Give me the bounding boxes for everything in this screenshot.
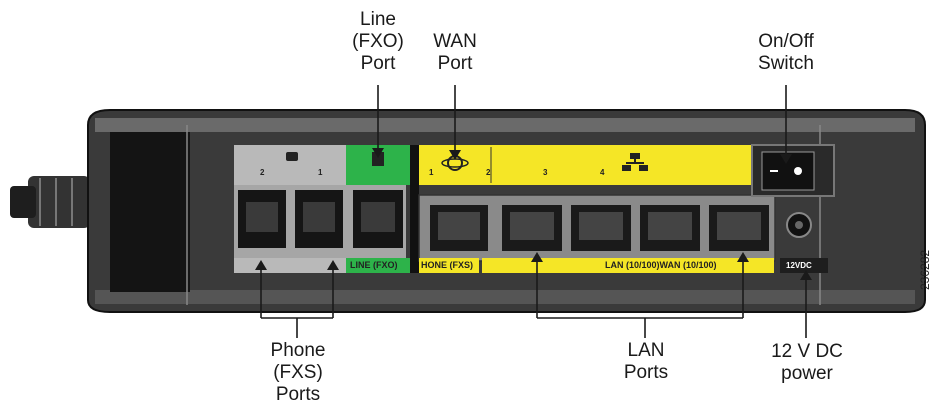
dc-power-jack [786,212,812,238]
lan-port-2-number: 2 [486,168,491,177]
lan-wan-strip-label: LAN (10/100)WAN (10/100) [605,260,717,270]
figure-number: 236282 [918,249,932,290]
lan-port-1 [502,205,562,251]
lan-port-3 [640,205,700,251]
line-jack-icon [372,152,384,166]
phone-port-2 [238,190,286,248]
phone-icon [286,152,298,161]
leader-lines [260,85,807,338]
dc-power-label: 12 V DC power [771,341,843,384]
panel-divider [410,145,419,273]
network-icon [622,153,648,171]
wan-port-label: WAN Port [433,31,477,74]
lan-ports-label: LAN Ports [623,340,669,383]
wan-port [709,205,769,251]
lan-port-2 [571,205,631,251]
line-fxo-strip-label: LINE (FXO) [350,260,398,270]
lan-port-1-number: 1 [429,168,434,177]
on-off-switch [751,144,835,197]
lan-port-4-number: 4 [600,168,605,177]
phone-port-2-number: 2 [260,168,265,177]
dc-strip-label: 12VDC [786,261,812,270]
phone-panel-top [234,145,346,185]
phone-fxs-strip [419,258,479,273]
phone-port-1-number: 1 [318,168,323,177]
line-fxo-port-label: Line (FXO) Port [352,9,404,74]
phone-fxs-strip-label: HONE (FXS) [421,260,474,270]
lan-port-3-number: 3 [543,168,548,177]
phone-port-1 [295,190,343,248]
phone-fxs-port [430,205,488,251]
on-off-switch-label: On/Off Switch [758,31,814,74]
lan-wan-strip [482,258,774,273]
lan-wan-panel-top [419,145,751,185]
line-port [353,190,403,248]
phone-fxs-ports-label: Phone (FXS) Ports [270,340,326,405]
antenna [10,176,90,228]
arrowheads [255,148,812,280]
line-strip [346,258,410,273]
phone-strip [234,258,346,273]
dc-label-plate [780,258,828,273]
